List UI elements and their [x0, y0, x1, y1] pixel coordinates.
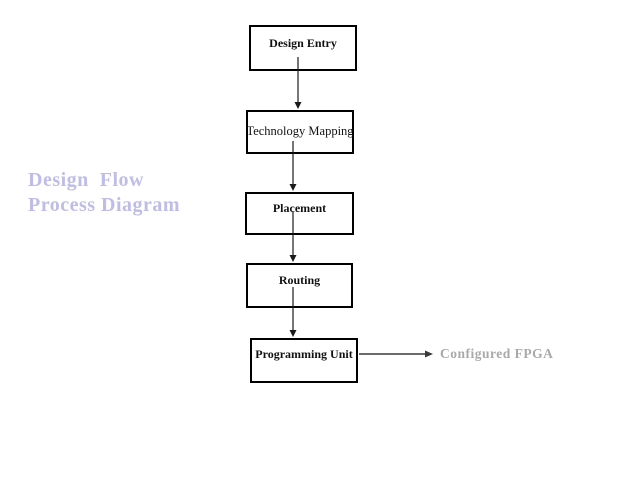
configured-fpga-label: Configured FPGA — [440, 346, 554, 361]
flow-node-design-entry: Design Entry — [249, 25, 357, 71]
flow-node-label: Programming Unit — [255, 347, 353, 361]
flow-node-label: Technology Mapping — [246, 124, 354, 138]
flow-node-label: Placement — [272, 201, 327, 215]
flow-node-label: Routing — [278, 273, 321, 287]
flow-node-placement: Placement — [245, 192, 354, 235]
page-title: Design Flow Process Diagram — [28, 169, 181, 216]
flow-node-label: Design Entry — [269, 36, 337, 50]
flow-node-programming-unit: Programming Unit — [250, 338, 358, 383]
flow-node-technology-mapping: Technology Mapping — [246, 110, 354, 154]
arrow-programming-unit-to-configured-fpga — [359, 350, 433, 358]
flow-node-routing: Routing — [246, 263, 353, 308]
